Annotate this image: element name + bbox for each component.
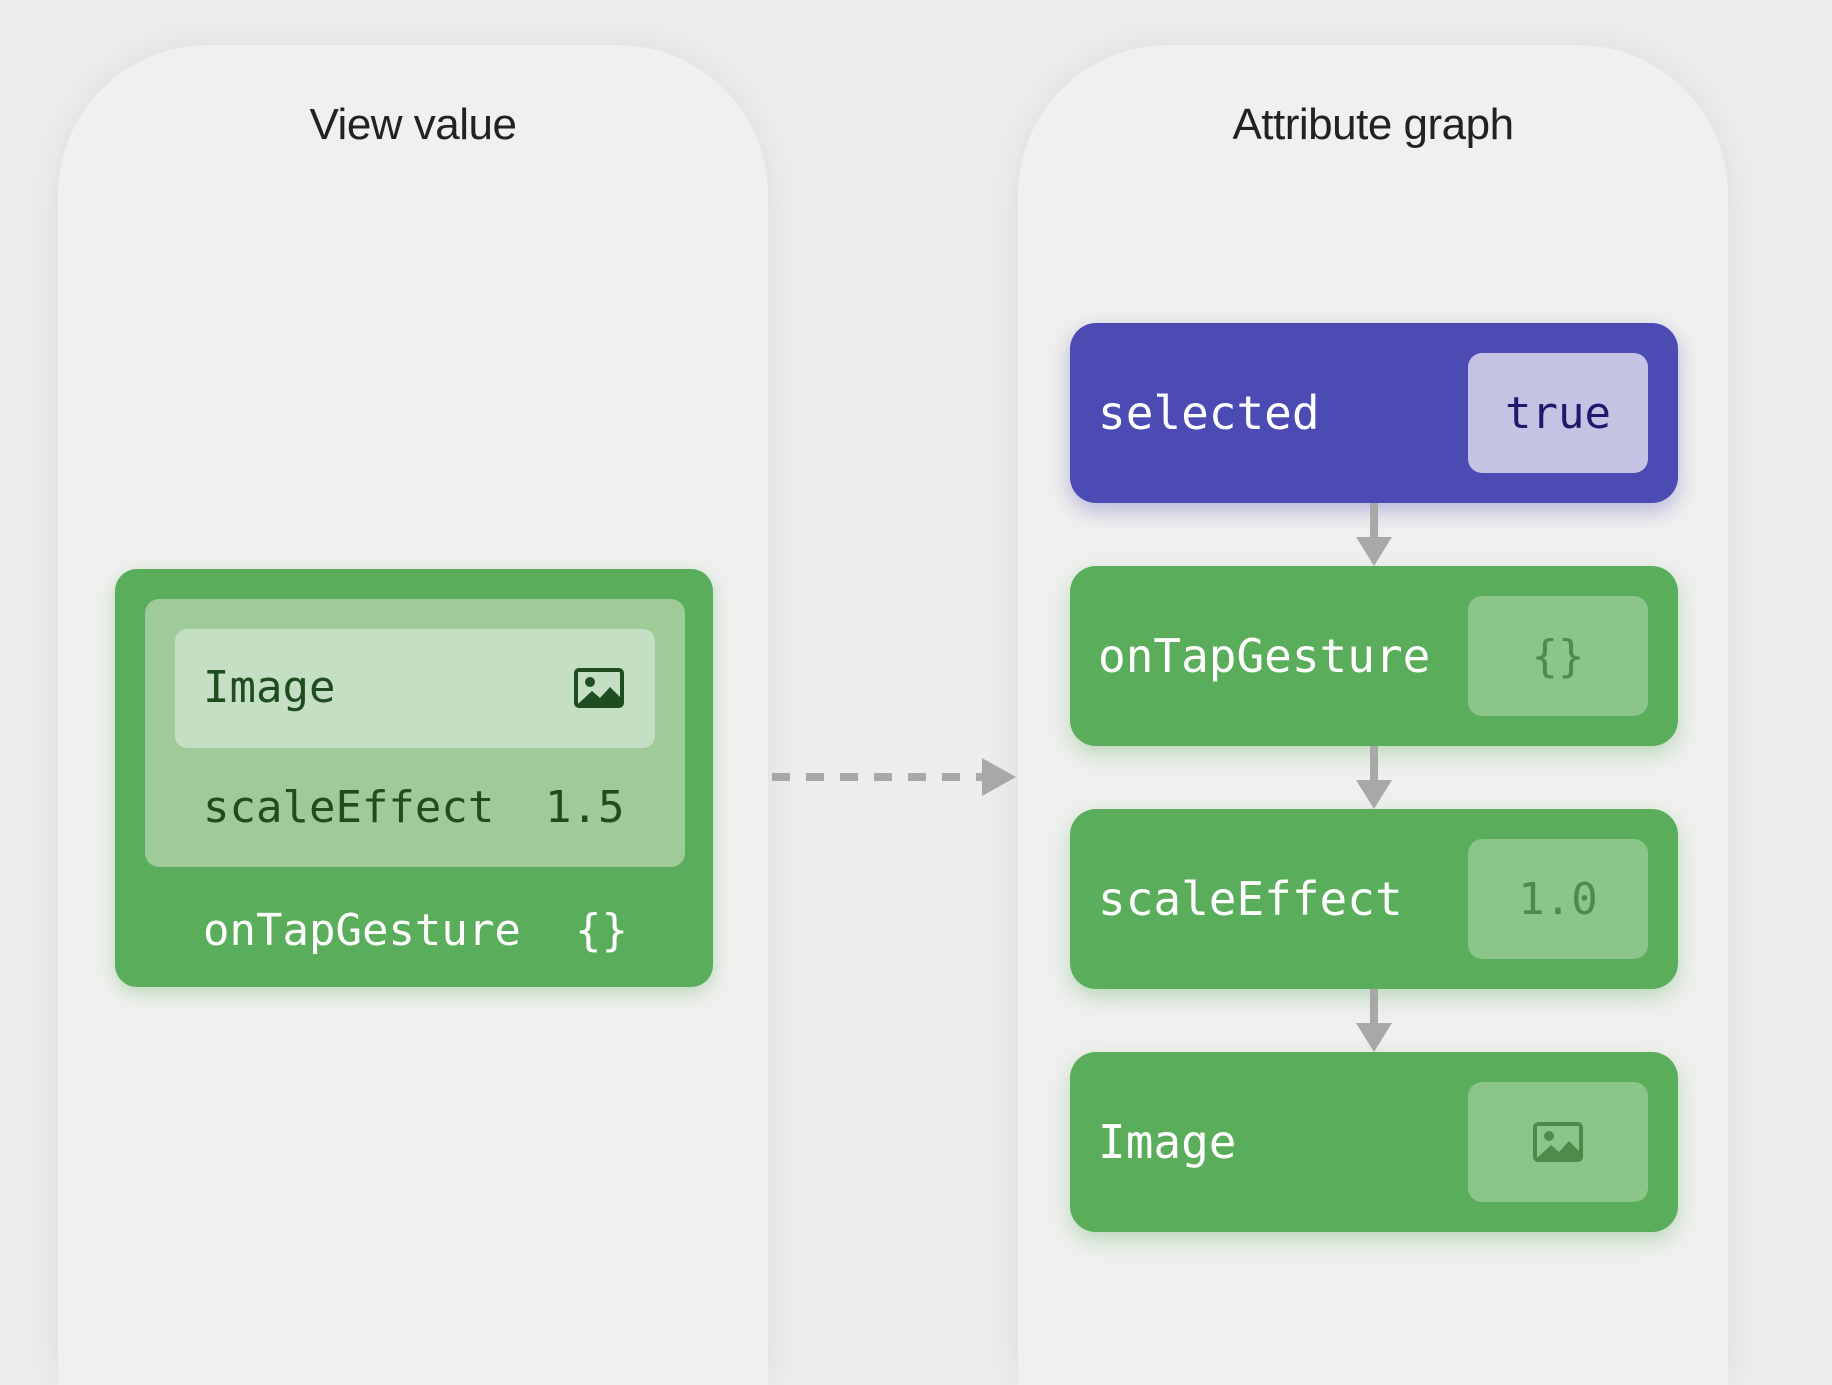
- view-value-title: View value: [309, 100, 518, 149]
- node-on-tap-gesture: onTapGesture {}: [1070, 566, 1678, 746]
- down-arrow: [1356, 503, 1392, 566]
- down-arrow: [1356, 989, 1392, 1052]
- node-label: scaleEffect: [1098, 872, 1403, 926]
- scale-effect-block: Image scaleEffect 1.5: [145, 599, 685, 867]
- node-image: Image: [1070, 1052, 1678, 1232]
- down-arrow: [1356, 746, 1392, 809]
- node-value: true: [1468, 353, 1648, 473]
- image-label: Image: [203, 662, 336, 713]
- node-label: Image: [1098, 1115, 1237, 1169]
- image-icon: [1533, 1122, 1583, 1162]
- view-value-block: Image scaleEffect 1.5 onTapGesture {}: [115, 569, 713, 987]
- node-label: selected: [1098, 386, 1320, 440]
- image-block: Image: [175, 629, 655, 748]
- node-value: {}: [1468, 596, 1648, 716]
- dashed-arrow-head: [982, 758, 1016, 796]
- scale-effect-label: scaleEffect: [203, 782, 495, 833]
- node-scale-effect: scaleEffect 1.0: [1070, 809, 1678, 989]
- scale-effect-value: 1.5: [545, 782, 625, 833]
- node-selected: selected true: [1070, 323, 1678, 503]
- attribute-graph-title: Attribute graph: [1232, 100, 1514, 149]
- tap-gesture-value: {}: [575, 905, 628, 956]
- node-value: [1468, 1082, 1648, 1202]
- node-label: onTapGesture: [1098, 629, 1431, 683]
- node-value: 1.0: [1468, 839, 1648, 959]
- image-icon: [574, 668, 624, 708]
- arrows-layer: [772, 503, 1392, 1052]
- tap-gesture-label: onTapGesture: [203, 905, 521, 956]
